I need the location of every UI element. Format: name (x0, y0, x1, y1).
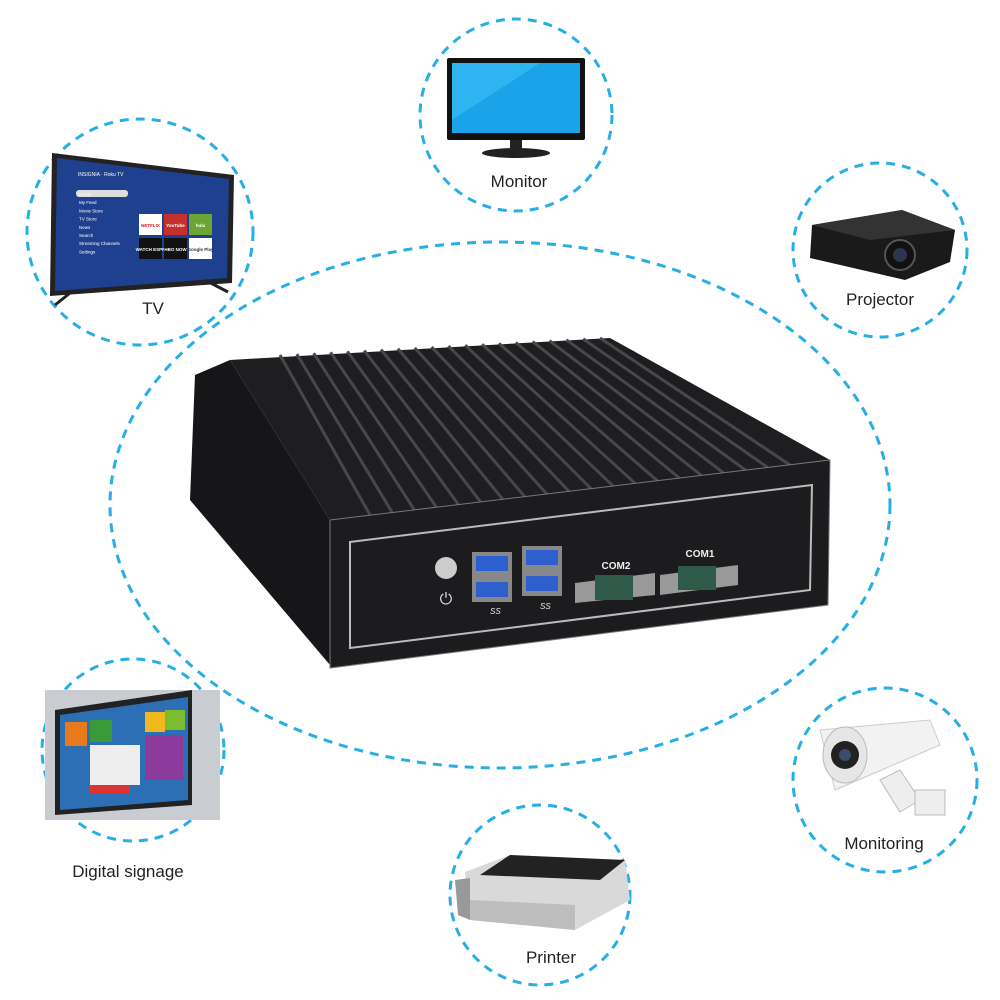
tv-app-tile (189, 214, 212, 235)
heatsink-fin (329, 351, 438, 508)
tv-label: TV (142, 299, 164, 318)
heatsink-fin (363, 349, 482, 503)
tv-app-tile (139, 238, 162, 259)
tv-app-tile (164, 214, 187, 235)
heatsink-fin (514, 341, 681, 480)
tv-app-tile-label: Google Play (187, 247, 214, 252)
digital-signage-label: Digital signage (72, 862, 184, 881)
projector-label: Projector (845, 290, 915, 309)
heatsink-fin (278, 354, 372, 516)
heatsink-fin (447, 344, 593, 490)
tv-menu-item: Movie Store (79, 208, 104, 213)
power-button (435, 557, 457, 579)
heatsink-fin (413, 346, 548, 495)
power-symbol-icon: ⏻ (440, 591, 453, 608)
tv-app-tile-label: YouTube (166, 223, 185, 228)
heatsink-fin (548, 339, 725, 475)
projector-icon (810, 210, 955, 280)
heatsink-fin (599, 336, 791, 467)
tv-app-tile-label: hulu (196, 223, 206, 228)
printer-circle (448, 803, 632, 987)
heatsink-fin (464, 344, 615, 488)
tv-app-tile (189, 238, 212, 259)
tv-app-tile-label: HBO NOW (164, 247, 187, 252)
tv-menu-item: News (79, 225, 91, 230)
monitor-label: Monitor (490, 172, 548, 191)
usb3-label-2: SS (540, 602, 551, 611)
usb3-label-1: SS (490, 607, 501, 616)
tv-menu-item: Home (79, 192, 92, 197)
com1-label: COM1 (686, 549, 715, 560)
heatsink-fin (565, 338, 747, 472)
fanless-mini-pc-icon: ⏻ SS SS COM2 COM1 (190, 336, 831, 669)
tv-menu-item: Search (79, 233, 94, 238)
tv-app-tile (164, 238, 187, 259)
projector-circle (791, 161, 969, 339)
heatsink-fin (379, 348, 504, 501)
tv-app-tile-label: WATCH ESPN (136, 247, 166, 252)
monitor-icon (447, 58, 585, 158)
heatsink-fin (582, 337, 769, 469)
heatsink-fin (531, 340, 703, 477)
tv-menu-item: My Feed (79, 200, 97, 205)
tv-app-tile (139, 214, 162, 235)
heatsink-fin (295, 353, 394, 514)
tv-brand: INSIGNIA · Roku TV (78, 172, 124, 178)
heatsink-fin (396, 347, 526, 498)
heatsink-fin (312, 352, 416, 511)
heatsink-fin (481, 343, 637, 485)
digital-signage-icon (45, 690, 220, 820)
monitoring-label: Monitoring (844, 834, 924, 853)
monitoring-circle (791, 686, 979, 874)
center-dashed-ellipse (108, 240, 892, 770)
printer-icon (455, 855, 630, 930)
tv-menu-item: Streaming Channels (79, 241, 121, 246)
printer-label: Printer (525, 948, 577, 967)
tv-app-tile-label: NETFLIX (141, 223, 160, 228)
tv-menu-item: TV Store (79, 217, 97, 222)
com2-label: COM2 (602, 561, 631, 572)
digital-signage-circle (40, 657, 226, 843)
tv-circle (25, 117, 255, 347)
tv-menu-item: Settings (79, 249, 96, 254)
security-camera-icon (819, 719, 946, 816)
heatsink-fin (346, 350, 460, 506)
heatsink-fin (430, 345, 571, 493)
heatsink-fin (497, 342, 659, 482)
monitor-circle (418, 17, 614, 213)
